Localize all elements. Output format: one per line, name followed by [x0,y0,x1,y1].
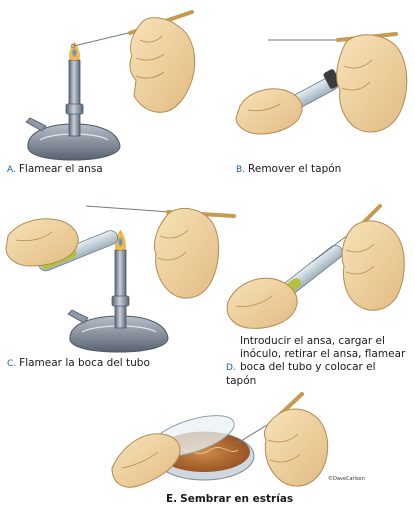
caption-c: C.Flamear la boca del tubo [7,357,150,371]
bunsen-burner-barrel [69,60,80,136]
inoculating-loop-wire [74,32,132,46]
panel-e-illustration [112,394,328,487]
panel-a-illustration [26,12,195,160]
caption-a: A.Flamear el ansa [7,163,103,177]
right-hand [337,35,407,132]
hand [130,18,195,113]
left-hand [227,278,297,328]
step-letter-d: D. [226,362,237,375]
right-hand [264,409,327,486]
step-text-c: Flamear la boca del tubo [19,357,150,369]
panel-d-illustration [227,206,404,328]
step-text-d-line3: D.boca del tubo y colocar el tapón [226,361,406,388]
step-text-e: Sembrar en estrías [180,493,293,505]
step-letter-b: B. [236,165,245,175]
step-letter-e: E. [166,493,177,505]
panel-c-illustration [6,206,234,352]
inoculating-loop-wire [86,206,170,212]
step-letter-c: C. [7,359,16,369]
step-text-b: Remover el tapón [248,163,341,175]
panel-b-illustration [236,34,407,134]
caption-b: B.Remover el tapón [236,163,341,177]
step-text-d-line2: inóculo, retirar el ansa, flamear [226,348,406,361]
gas-inlet [26,118,46,131]
right-hand [155,208,219,298]
left-hand [112,434,180,487]
step-text-a: Flamear el ansa [19,163,103,175]
left-hand [236,89,302,134]
step-letter-a: A. [7,165,16,175]
illustrator-credit: ©DaveCarlson [328,476,365,482]
bunsen-burner-barrel [115,250,126,328]
caption-e: E.Sembrar en estrías [166,493,293,506]
step-text-d-line1: Introducir el ansa, cargar el [226,335,406,348]
caption-d: Introducir el ansa, cargar el inóculo, r… [226,335,406,388]
right-hand [342,221,404,310]
